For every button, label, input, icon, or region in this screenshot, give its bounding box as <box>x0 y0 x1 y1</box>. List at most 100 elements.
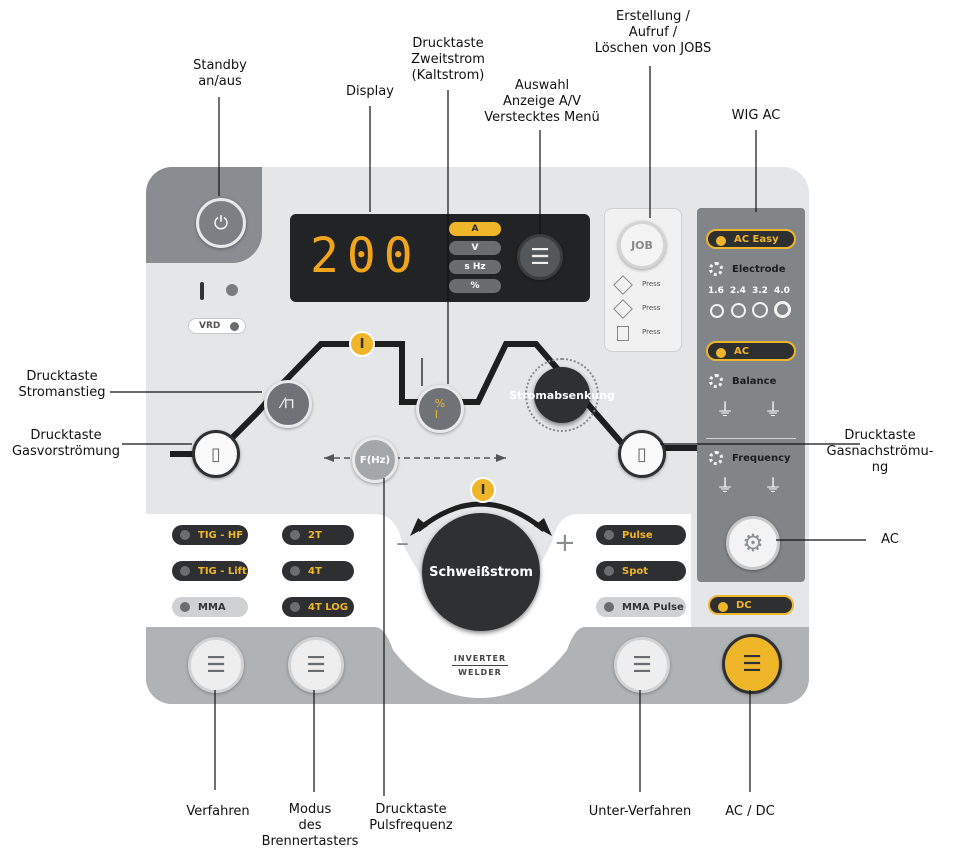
plus-sign: + <box>554 528 576 558</box>
ac-dc-menu-button[interactable]: ☰ <box>722 634 782 694</box>
downslope-knob-ring <box>525 358 599 432</box>
mode-pulse-label: Pulse <box>622 529 653 541</box>
frequency-narrow-icon: ⏚ <box>716 476 734 497</box>
power-icon: ⏻ <box>213 212 229 234</box>
current-upslope-button[interactable]: ⁄⊓ <box>264 380 312 428</box>
balance-gear-icon <box>709 374 723 388</box>
second-current-icon: % I <box>434 397 446 421</box>
current-indicator: I <box>349 331 375 357</box>
electrode-size-2: 2.4 <box>730 286 746 296</box>
electrode-ring-1 <box>710 304 724 318</box>
callout-standby: Standby an/aus <box>193 58 247 89</box>
unit-v: V <box>449 241 501 255</box>
led <box>180 530 190 540</box>
display-value: 200 <box>310 228 421 284</box>
downslope-label: Stromabsenkung <box>509 388 615 402</box>
vrd-indicator: VRD <box>188 318 246 334</box>
mode-mma-pulse[interactable]: MMA Pulse <box>596 597 686 617</box>
callout-pulsfrequenz: Drucktaste Pulsfrequenz <box>369 802 453 833</box>
callout-zweitstrom: Drucktaste Zweitstrom (Kaltstrom) <box>411 36 485 83</box>
mode-tig-hf-label: TIG - HF <box>198 529 244 541</box>
balance-penetration-icon: ⏚ <box>716 400 734 421</box>
callout-modus: Modus des Brennertasters <box>261 802 359 849</box>
ac-settings-button[interactable]: ⚙ <box>726 516 780 570</box>
process-menu-button[interactable]: ☰ <box>188 637 244 693</box>
electrode-ring-2 <box>731 303 746 318</box>
minus-sign: – <box>396 528 409 558</box>
callout-verfahren: Verfahren <box>186 804 250 819</box>
led <box>604 602 614 612</box>
press-long-label: Press <box>642 304 661 312</box>
frequency-wide-icon: ⏚ <box>764 476 782 497</box>
bottom-arc <box>375 600 585 698</box>
gas-postflow-button[interactable]: ▯ <box>618 430 666 478</box>
mode-tig-lift[interactable]: TIG - Lift <box>172 561 248 581</box>
mode-mma-pulse-label: MMA Pulse <box>622 601 684 613</box>
callout-stromanstieg: Drucktaste Stromanstieg <box>18 369 106 400</box>
welding-current-label: Schweißstrom <box>429 564 533 580</box>
mode-spot[interactable]: Spot <box>596 561 686 581</box>
balance-cleaning-icon: ⏚ <box>764 400 782 421</box>
led <box>604 530 614 540</box>
callout-ac-dc: AC / DC <box>725 804 775 819</box>
callout-gasvor: Drucktaste Gasvorströmung <box>11 428 121 459</box>
led <box>290 566 300 576</box>
electrode-size-4: 4.0 <box>774 286 790 296</box>
balance-label: Balance <box>732 376 777 387</box>
mode-dc[interactable]: DC <box>708 595 794 615</box>
callout-gasnach: Drucktaste Gasnachströmu- ng <box>826 428 934 475</box>
logo-line2: WELDER <box>458 668 502 677</box>
callout-jobs: Erstellung / Aufruf / Löschen von JOBS <box>594 9 712 56</box>
callout-display: Display <box>346 84 394 99</box>
menu-icon: ☰ <box>206 652 226 678</box>
unit-percent: % <box>449 279 501 293</box>
led <box>180 602 190 612</box>
welding-current-knob[interactable]: Schweißstrom <box>422 513 540 631</box>
menu-icon: ☰ <box>530 244 550 270</box>
main-current-indicator: I <box>470 477 496 503</box>
ac-easy-toggle[interactable]: AC Easy <box>706 229 796 249</box>
mode-mma[interactable]: MMA <box>172 597 248 617</box>
thermometer-icon <box>200 282 204 300</box>
led <box>290 602 300 612</box>
inverter-welder-logo: INVERTER WELDER <box>440 652 520 682</box>
wig-divider <box>706 438 796 439</box>
electrode-label: Electrode <box>732 264 786 275</box>
gas-prepurge-button[interactable]: ▯ <box>192 430 240 478</box>
display-menu-button[interactable]: ☰ <box>517 234 563 280</box>
upslope-icon: ⁄⊓ <box>281 396 295 412</box>
led <box>290 530 300 540</box>
mode-4t-label: 4T <box>308 565 322 577</box>
standby-button[interactable]: ⏻ <box>196 198 246 248</box>
gear-icon: ⚙ <box>742 529 764 557</box>
vrd-label: VRD <box>199 321 221 331</box>
menu-icon: ☰ <box>632 652 652 678</box>
logo-line1: INVERTER <box>453 654 507 663</box>
downslope-knob[interactable]: Stromabsenkung <box>509 367 615 423</box>
ac-toggle[interactable]: AC <box>706 341 796 361</box>
pulse-frequency-button[interactable]: F(Hz) <box>352 437 398 483</box>
press-triple-label: Press <box>642 328 661 336</box>
led <box>716 348 726 358</box>
electrode-ring-4 <box>774 301 791 318</box>
led <box>718 602 728 612</box>
sub-process-menu-button[interactable]: ☰ <box>614 637 670 693</box>
second-current-button[interactable]: % I <box>416 385 464 433</box>
job-button[interactable]: JOB <box>618 221 666 269</box>
callout-ac: AC <box>881 532 899 547</box>
ac-easy-label: AC Easy <box>734 233 779 245</box>
gas-bottle-icon: ▯ <box>211 443 221 465</box>
frequency-gear-icon <box>709 451 723 465</box>
thermal-led <box>226 284 238 296</box>
electrode-size-3: 3.2 <box>752 286 768 296</box>
mode-4t[interactable]: 4T <box>282 561 354 581</box>
led <box>716 236 726 246</box>
mode-tig-hf[interactable]: TIG - HF <box>172 525 248 545</box>
mode-2t[interactable]: 2T <box>282 525 354 545</box>
trigger-mode-menu-button[interactable]: ☰ <box>288 637 344 693</box>
mode-pulse[interactable]: Pulse <box>596 525 686 545</box>
mode-4t-log[interactable]: 4T LOG <box>282 597 354 617</box>
press-short-label: Press <box>642 280 661 288</box>
mode-spot-label: Spot <box>622 565 649 577</box>
